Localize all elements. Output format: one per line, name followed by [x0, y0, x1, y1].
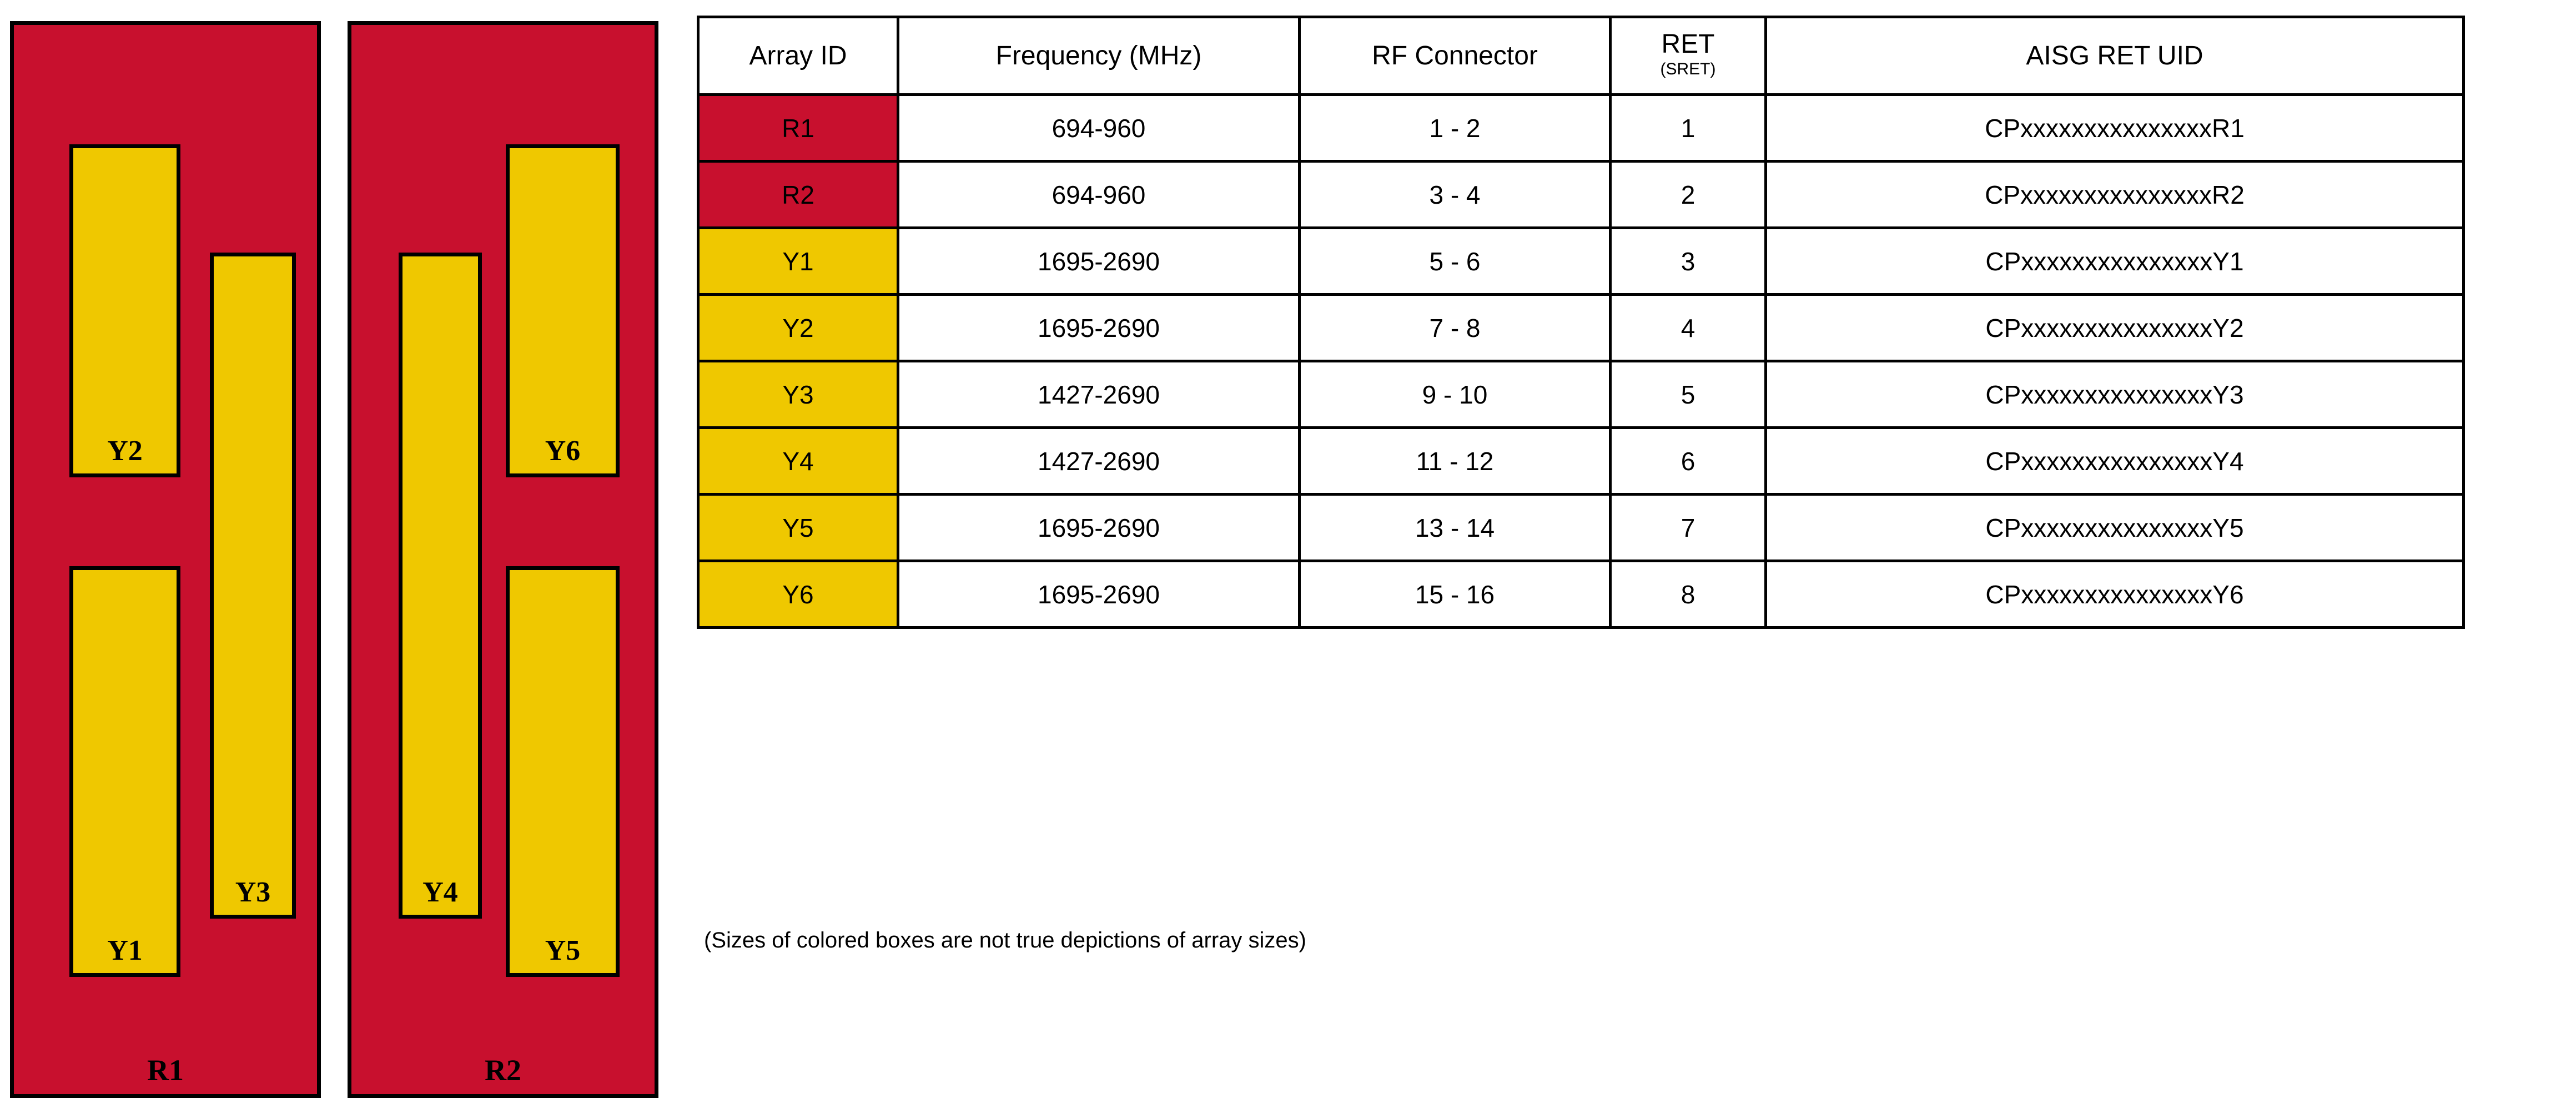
cell-array-id: R2 [697, 160, 899, 229]
array-box-y5: Y5 [506, 566, 620, 977]
cell-frequency: 1695-2690 [897, 293, 1301, 362]
cell-frequency: 1695-2690 [897, 493, 1301, 562]
column-header-ret-main: RET [1661, 29, 1715, 59]
cell-rf-connector: 9 - 10 [1298, 360, 1612, 429]
cell-array-id: Y1 [697, 226, 899, 296]
cell-ret: 2 [1609, 160, 1767, 229]
table-header: Array ID Frequency (MHz) RF Connector RE… [697, 16, 2465, 96]
cell-frequency: 694-960 [897, 160, 1301, 229]
array-box-y1: Y1 [69, 566, 180, 977]
cell-array-id: Y4 [697, 426, 899, 496]
cell-rf-connector: 15 - 16 [1298, 560, 1612, 629]
column-header-array-id: Array ID [697, 16, 899, 96]
cell-rf-connector: 5 - 6 [1298, 226, 1612, 296]
column-header-ret-sub: (SRET) [1660, 60, 1716, 79]
column-header-rf-connector: RF Connector [1298, 16, 1612, 96]
array-box-label-y3: Y3 [235, 876, 271, 908]
cell-aisg-ret-uid: CPxxxxxxxxxxxxxxxY3 [1764, 360, 2465, 429]
cell-frequency: 694-960 [897, 93, 1301, 163]
cell-rf-connector: 11 - 12 [1298, 426, 1612, 496]
cell-ret: 8 [1609, 560, 1767, 629]
column-header-ret: RET (SRET) [1609, 16, 1767, 96]
cell-aisg-ret-uid: CPxxxxxxxxxxxxxxxR1 [1764, 93, 2465, 163]
cell-ret: 4 [1609, 293, 1767, 362]
cell-aisg-ret-uid: CPxxxxxxxxxxxxxxxY2 [1764, 293, 2465, 362]
cell-frequency: 1427-2690 [897, 426, 1301, 496]
array-box-y2: Y2 [69, 144, 180, 477]
antenna-panel-r2: Y4 Y6 Y5 R2 [348, 21, 658, 1098]
column-header-aisg-ret-uid: AISG RET UID [1764, 16, 2465, 96]
cell-array-id: Y2 [697, 293, 899, 362]
cell-aisg-ret-uid: CPxxxxxxxxxxxxxxxY4 [1764, 426, 2465, 496]
array-box-label-y5: Y5 [545, 935, 581, 966]
antenna-panel-r1: Y2 Y1 Y3 R1 [10, 21, 321, 1098]
cell-ret: 5 [1609, 360, 1767, 429]
cell-ret: 6 [1609, 426, 1767, 496]
cell-rf-connector: 3 - 4 [1298, 160, 1612, 229]
cell-ret: 1 [1609, 93, 1767, 163]
column-header-frequency: Frequency (MHz) [897, 16, 1301, 96]
cell-rf-connector: 13 - 14 [1298, 493, 1612, 562]
array-box-label-y2: Y2 [107, 435, 143, 467]
table-header-row: Array ID Frequency (MHz) RF Connector RE… [697, 16, 2465, 96]
cell-frequency: 1427-2690 [897, 360, 1301, 429]
antenna-panel-label-r1: R1 [147, 1054, 184, 1087]
array-box-label-y1: Y1 [107, 935, 143, 966]
cell-aisg-ret-uid: CPxxxxxxxxxxxxxxxR2 [1764, 160, 2465, 229]
array-box-y4: Y4 [399, 253, 482, 919]
array-table-container: Array ID Frequency (MHz) RF Connector RE… [697, 16, 2468, 629]
cell-ret: 7 [1609, 493, 1767, 562]
cell-aisg-ret-uid: CPxxxxxxxxxxxxxxxY6 [1764, 560, 2465, 629]
cell-array-id: Y6 [697, 560, 899, 629]
array-box-label-y6: Y6 [545, 435, 581, 467]
cell-array-id: Y3 [697, 360, 899, 429]
cell-ret: 3 [1609, 226, 1767, 296]
antenna-panel-label-r2: R2 [485, 1054, 521, 1087]
cell-frequency: 1695-2690 [897, 560, 1301, 629]
cell-aisg-ret-uid: CPxxxxxxxxxxxxxxxY1 [1764, 226, 2465, 296]
array-box-y3: Y3 [210, 253, 296, 919]
array-box-y6: Y6 [506, 144, 620, 477]
cell-array-id: R1 [697, 93, 899, 163]
footnote-text: (Sizes of colored boxes are not true dep… [704, 928, 1306, 952]
cell-aisg-ret-uid: CPxxxxxxxxxxxxxxxY5 [1764, 493, 2465, 562]
cell-rf-connector: 7 - 8 [1298, 293, 1612, 362]
array-box-label-y4: Y4 [422, 876, 458, 908]
cell-array-id: Y5 [697, 493, 899, 562]
cell-frequency: 1695-2690 [897, 226, 1301, 296]
antenna-array-diagram: Y2 Y1 Y3 R1 Y4 Y6 Y5 R2 [0, 0, 672, 1119]
cell-rf-connector: 1 - 2 [1298, 93, 1612, 163]
array-specification-table: Array ID Frequency (MHz) RF Connector RE… [697, 16, 2465, 629]
